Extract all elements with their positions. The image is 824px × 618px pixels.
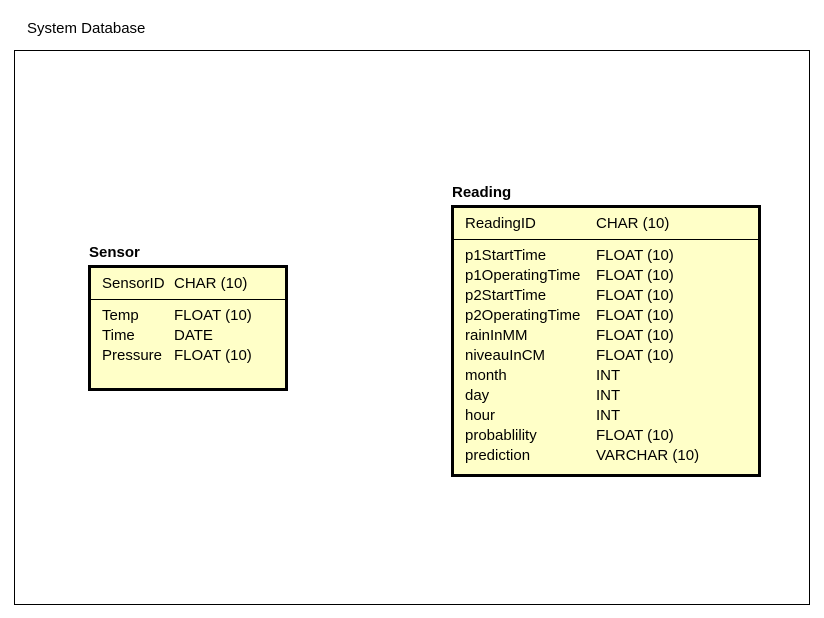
- column-name: ReadingID: [465, 215, 536, 232]
- column-type: FLOAT (10): [596, 307, 674, 324]
- column-name: day: [465, 387, 490, 404]
- column-type: FLOAT (10): [596, 347, 674, 364]
- reading-attributes-section: p1StartTime FLOAT (10) p1OperatingTime F…: [454, 240, 758, 466]
- column-name: SensorID: [102, 275, 165, 292]
- column-type: FLOAT (10): [174, 347, 252, 364]
- column-name: p2OperatingTime: [465, 307, 581, 324]
- column-type: FLOAT (10): [596, 427, 674, 444]
- reading-attribute-row[interactable]: p1StartTime FLOAT (10): [454, 246, 758, 266]
- column-name: Temp: [102, 307, 139, 324]
- column-type: FLOAT (10): [596, 287, 674, 304]
- column-type: DATE: [174, 327, 213, 344]
- sensor-attribute-row[interactable]: Time DATE: [91, 326, 285, 346]
- column-type: VARCHAR (10): [596, 447, 700, 464]
- column-type: FLOAT (10): [596, 267, 674, 284]
- column-name: probablility: [465, 427, 537, 444]
- column-name: p2StartTime: [465, 287, 547, 304]
- sensor-attribute-row[interactable]: Temp FLOAT (10): [91, 306, 285, 326]
- sensor-primary-key-row[interactable]: SensorID CHAR (10): [91, 274, 285, 294]
- reading-primary-key-section: ReadingID CHAR (10): [454, 208, 758, 240]
- reading-primary-key-row[interactable]: ReadingID CHAR (10): [454, 214, 758, 234]
- column-name: month: [465, 367, 507, 384]
- column-name: hour: [465, 407, 496, 424]
- reading-attribute-row[interactable]: p2StartTime FLOAT (10): [454, 286, 758, 306]
- sensor-entity-name: Sensor: [89, 244, 140, 261]
- column-type: FLOAT (10): [596, 247, 674, 264]
- column-name: rainInMM: [465, 327, 528, 344]
- diagram-title: System Database: [27, 20, 146, 37]
- column-name: niveauInCM: [465, 347, 546, 364]
- reading-attribute-row[interactable]: niveauInCM FLOAT (10): [454, 346, 758, 366]
- reading-attribute-row[interactable]: probablility FLOAT (10): [454, 426, 758, 446]
- reading-attribute-row[interactable]: hour INT: [454, 406, 758, 426]
- column-type: FLOAT (10): [596, 327, 674, 344]
- column-name: prediction: [465, 447, 531, 464]
- reading-attribute-row[interactable]: prediction VARCHAR (10): [454, 446, 758, 466]
- system-database-frame: [14, 50, 810, 605]
- column-type: CHAR (10): [596, 215, 670, 232]
- sensor-entity-box[interactable]: SensorID CHAR (10) Temp FLOAT (10) Time …: [88, 265, 288, 391]
- column-type: CHAR (10): [174, 275, 248, 292]
- column-type: INT: [596, 367, 621, 384]
- sensor-attribute-row[interactable]: Pressure FLOAT (10): [91, 346, 285, 366]
- column-name: Time: [102, 327, 135, 344]
- column-name: Pressure: [102, 347, 163, 364]
- reading-entity-name: Reading: [452, 184, 512, 201]
- reading-attribute-row[interactable]: p1OperatingTime FLOAT (10): [454, 266, 758, 286]
- column-name: p1StartTime: [465, 247, 547, 264]
- column-type: FLOAT (10): [174, 307, 252, 324]
- column-type: INT: [596, 407, 621, 424]
- column-name: p1OperatingTime: [465, 267, 581, 284]
- sensor-primary-key-section: SensorID CHAR (10): [91, 268, 285, 300]
- reading-attribute-row[interactable]: p2OperatingTime FLOAT (10): [454, 306, 758, 326]
- reading-entity-box[interactable]: ReadingID CHAR (10) p1StartTime FLOAT (1…: [451, 205, 761, 477]
- sensor-attributes-section: Temp FLOAT (10) Time DATE Pressure FLOAT…: [91, 300, 285, 366]
- reading-attribute-row[interactable]: month INT: [454, 366, 758, 386]
- reading-attribute-row[interactable]: day INT: [454, 386, 758, 406]
- reading-attribute-row[interactable]: rainInMM FLOAT (10): [454, 326, 758, 346]
- column-type: INT: [596, 387, 621, 404]
